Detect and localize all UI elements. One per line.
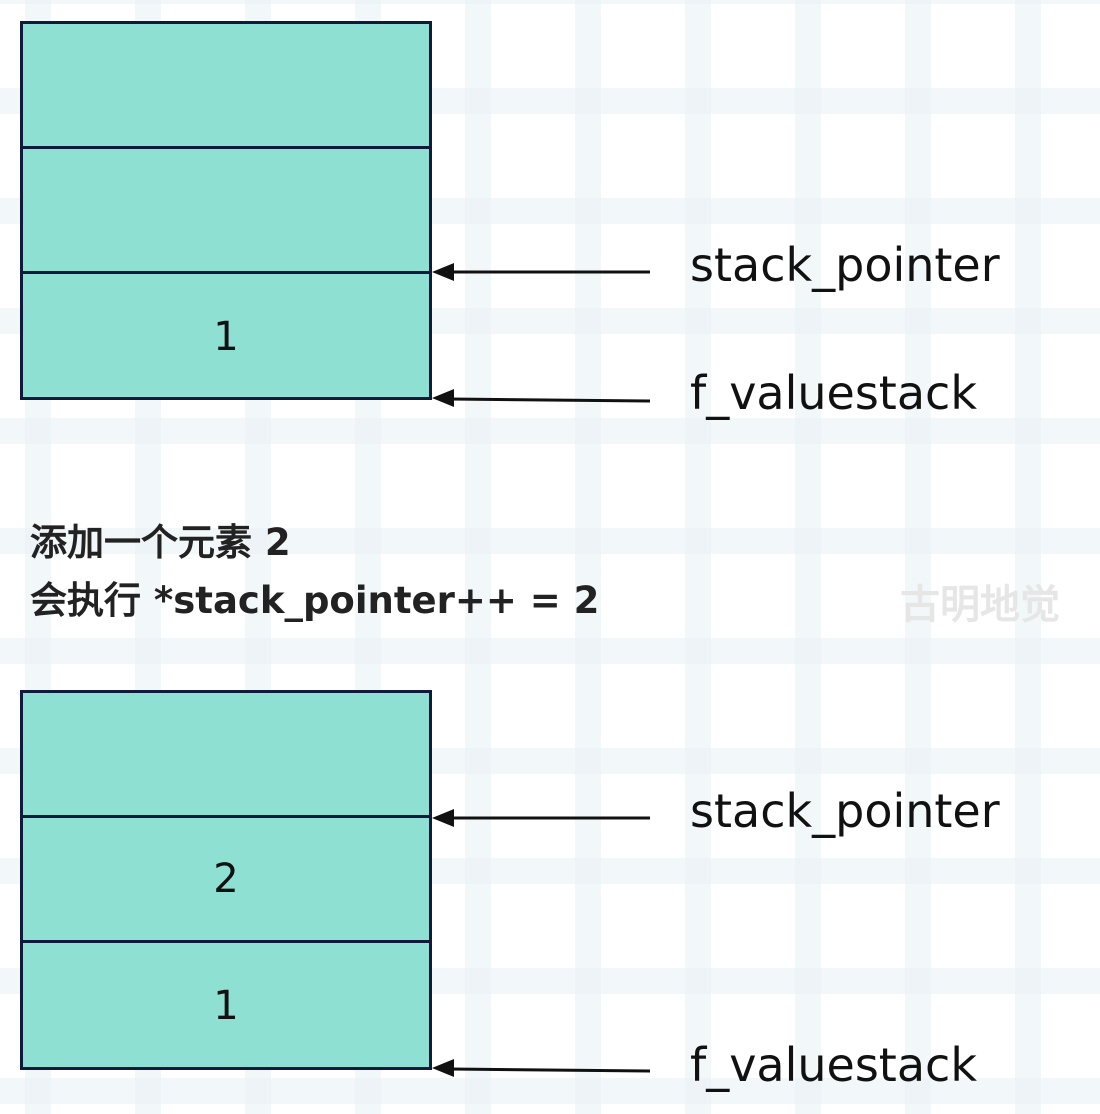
arrow-before-stack-pointer: [432, 263, 650, 281]
watermark: 古明地觉: [900, 582, 1060, 628]
stack-before-cell-top: [23, 24, 429, 149]
stack-before-cell-middle: [23, 149, 429, 274]
stack-after-cell-bottom: 1: [213, 982, 239, 1029]
arrow-after-stack-pointer: [432, 809, 650, 827]
caption-line-2: 会执行 *stack_pointer++ = 2: [30, 579, 600, 622]
label-after-f-valuestack: f_valuestack: [690, 1038, 977, 1092]
label-after-stack-pointer: stack_pointer: [690, 784, 1000, 838]
stack-after-cell-middle: 2: [23, 818, 429, 943]
arrow-after-f-valuestack: [432, 1059, 651, 1077]
stack-before: 1: [20, 21, 432, 400]
label-before-f-valuestack: f_valuestack: [690, 366, 977, 420]
arrow-before-f-valuestack: [432, 389, 651, 407]
label-before-stack-pointer: stack_pointer: [690, 238, 1000, 292]
caption-line-1: 添加一个元素 2: [30, 521, 291, 564]
stack-before-cell-bottom: 1: [213, 313, 239, 360]
stack-after-cell-top: [23, 693, 429, 818]
stack-after: 2 1: [20, 690, 432, 1070]
